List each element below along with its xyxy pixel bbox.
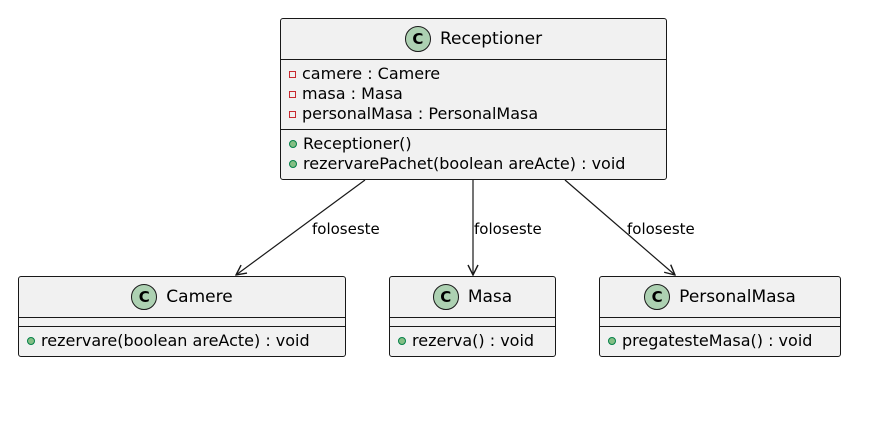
- method-text: rezervare(boolean areActe) : void: [41, 331, 310, 350]
- method-text: pregatesteMasa() : void: [622, 331, 813, 350]
- field-text: masa : Masa: [302, 84, 403, 103]
- class-receptioner[interactable]: C Receptioner camere : Camere masa : Mas…: [280, 18, 667, 180]
- private-icon: [289, 110, 296, 118]
- class-header: C PersonalMasa: [600, 277, 840, 318]
- method-item: rezervarePachet(boolean areActe) : void: [289, 154, 658, 174]
- public-icon: [398, 337, 406, 345]
- class-icon: C: [644, 284, 671, 310]
- field-text: personalMasa : PersonalMasa: [302, 104, 539, 123]
- private-icon: [289, 70, 296, 78]
- class-icon: C: [404, 26, 431, 52]
- fields-section: [19, 318, 345, 327]
- relation-arrow-camere: [236, 179, 366, 275]
- class-header: C Masa: [390, 277, 555, 318]
- public-icon: [27, 337, 35, 345]
- fields-section: [600, 318, 840, 327]
- class-name: Masa: [467, 287, 513, 307]
- relation-arrow-personalmasa: [564, 179, 675, 275]
- field-text: camere : Camere: [302, 64, 441, 83]
- class-name: PersonalMasa: [679, 287, 796, 307]
- class-name: Receptioner: [439, 29, 543, 49]
- class-icon: C: [432, 284, 459, 310]
- private-icon: [289, 90, 296, 98]
- method-item: pregatesteMasa() : void: [608, 331, 832, 351]
- methods-section: rezervare(boolean areActe) : void: [19, 327, 345, 355]
- class-name: Camere: [166, 287, 233, 307]
- method-text: rezervarePachet(boolean areActe) : void: [303, 154, 626, 173]
- public-icon: [289, 140, 297, 148]
- relation-label-personalmasa: foloseste: [627, 220, 695, 238]
- relation-label-masa: foloseste: [474, 220, 542, 238]
- public-icon: [608, 337, 616, 345]
- field-item: camere : Camere: [289, 64, 658, 84]
- public-icon: [289, 160, 297, 168]
- method-item: rezerva() : void: [398, 331, 547, 351]
- relation-label-camere: foloseste: [312, 220, 380, 238]
- field-item: masa : Masa: [289, 84, 658, 104]
- field-item: personalMasa : PersonalMasa: [289, 104, 658, 124]
- class-masa[interactable]: C Masa rezerva() : void: [389, 276, 556, 357]
- class-header: C Receptioner: [281, 19, 666, 60]
- method-text: Receptioner(): [303, 134, 412, 153]
- class-header: C Camere: [19, 277, 345, 318]
- fields-section: [390, 318, 555, 327]
- methods-section: Receptioner() rezervarePachet(boolean ar…: [281, 130, 666, 178]
- method-item: rezervare(boolean areActe) : void: [27, 331, 337, 351]
- method-text: rezerva() : void: [412, 331, 535, 350]
- class-personalmasa[interactable]: C PersonalMasa pregatesteMasa() : void: [599, 276, 841, 357]
- methods-section: pregatesteMasa() : void: [600, 327, 840, 355]
- fields-section: camere : Camere masa : Masa personalMasa…: [281, 60, 666, 130]
- class-camere[interactable]: C Camere rezervare(boolean areActe) : vo…: [18, 276, 346, 357]
- class-icon: C: [131, 284, 158, 310]
- method-item: Receptioner(): [289, 134, 658, 154]
- methods-section: rezerva() : void: [390, 327, 555, 355]
